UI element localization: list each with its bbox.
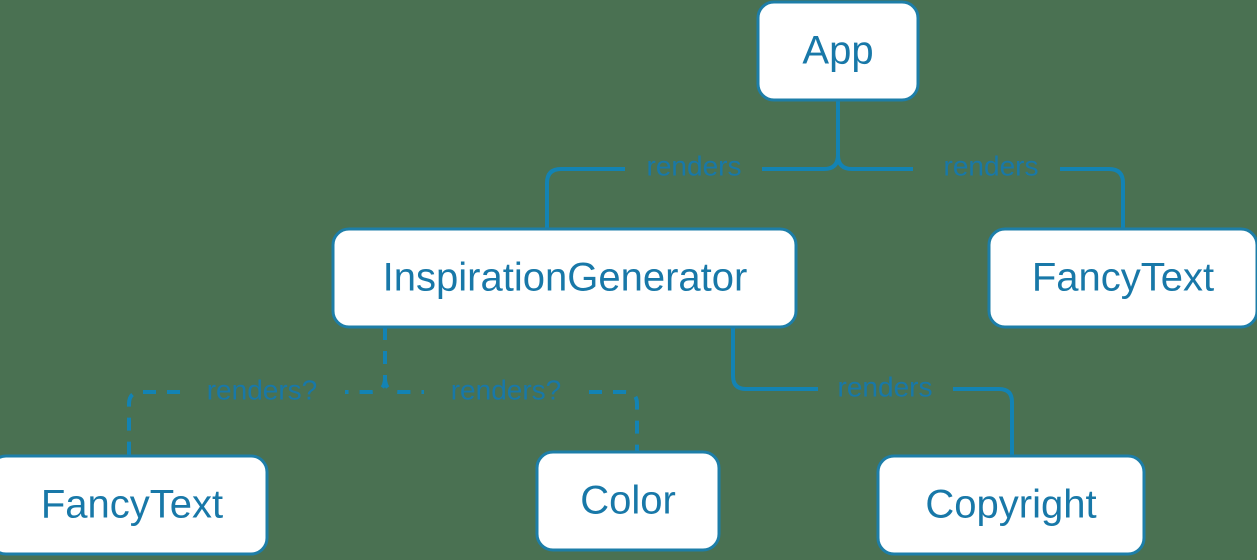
edge-label-inspirationgenerator-color: renders? — [451, 374, 562, 405]
edge-inspirationgenerator-color — [589, 390, 639, 452]
edge-copyright-approach — [953, 387, 1014, 456]
node-inspirationgenerator-label: InspirationGenerator — [383, 256, 748, 300]
edge-app-trunk — [762, 100, 840, 171]
edge-app-trunk-right — [836, 100, 913, 171]
edge-inspirationgenerator-dashed-trunk — [345, 327, 387, 394]
node-color[interactable]: Color — [535, 450, 721, 552]
edge-app-fancytext — [1060, 167, 1125, 229]
node-app[interactable]: App — [756, 0, 920, 102]
edge-label-inspirationgenerator-fancytext: renders? — [207, 374, 318, 405]
edge-label-group: renders renders renders? renders? render… — [207, 150, 1039, 405]
node-copyright-box[interactable] — [876, 454, 1146, 556]
node-color-label: Color — [580, 479, 676, 523]
edge-inspirationgenerator-dashed-trunk-right — [383, 327, 424, 394]
node-fancytext-right-label: FancyText — [1032, 256, 1214, 300]
node-copyright-label: Copyright — [925, 483, 1096, 527]
node-app-box[interactable] — [756, 0, 920, 102]
edge-inspirationgenerator-copyright — [731, 327, 818, 391]
node-fancytext-bottom-left-label: FancyText — [41, 483, 223, 527]
node-fancytext-bottom-left[interactable]: FancyText — [0, 454, 269, 556]
edge-label-app-inspirationgenerator: renders — [647, 150, 742, 181]
node-inspirationgenerator-box[interactable] — [331, 227, 798, 329]
edge-app-inspirationgenerator — [545, 167, 625, 229]
node-copyright[interactable]: Copyright — [876, 454, 1146, 556]
edge-label-app-fancytext: renders — [944, 150, 1039, 181]
node-app-label: App — [802, 29, 873, 73]
node-inspirationgenerator[interactable]: InspirationGenerator — [331, 227, 798, 329]
node-color-box[interactable] — [535, 450, 721, 552]
node-fancytext-right-box[interactable] — [987, 227, 1257, 329]
node-fancytext-right[interactable]: FancyText — [987, 227, 1257, 329]
edge-group — [127, 100, 1125, 456]
edge-inspirationgenerator-fancytext — [127, 390, 180, 456]
node-fancytext-bottom-left-box[interactable] — [0, 454, 269, 556]
edge-label-inspirationgenerator-copyright: renders — [838, 371, 933, 402]
